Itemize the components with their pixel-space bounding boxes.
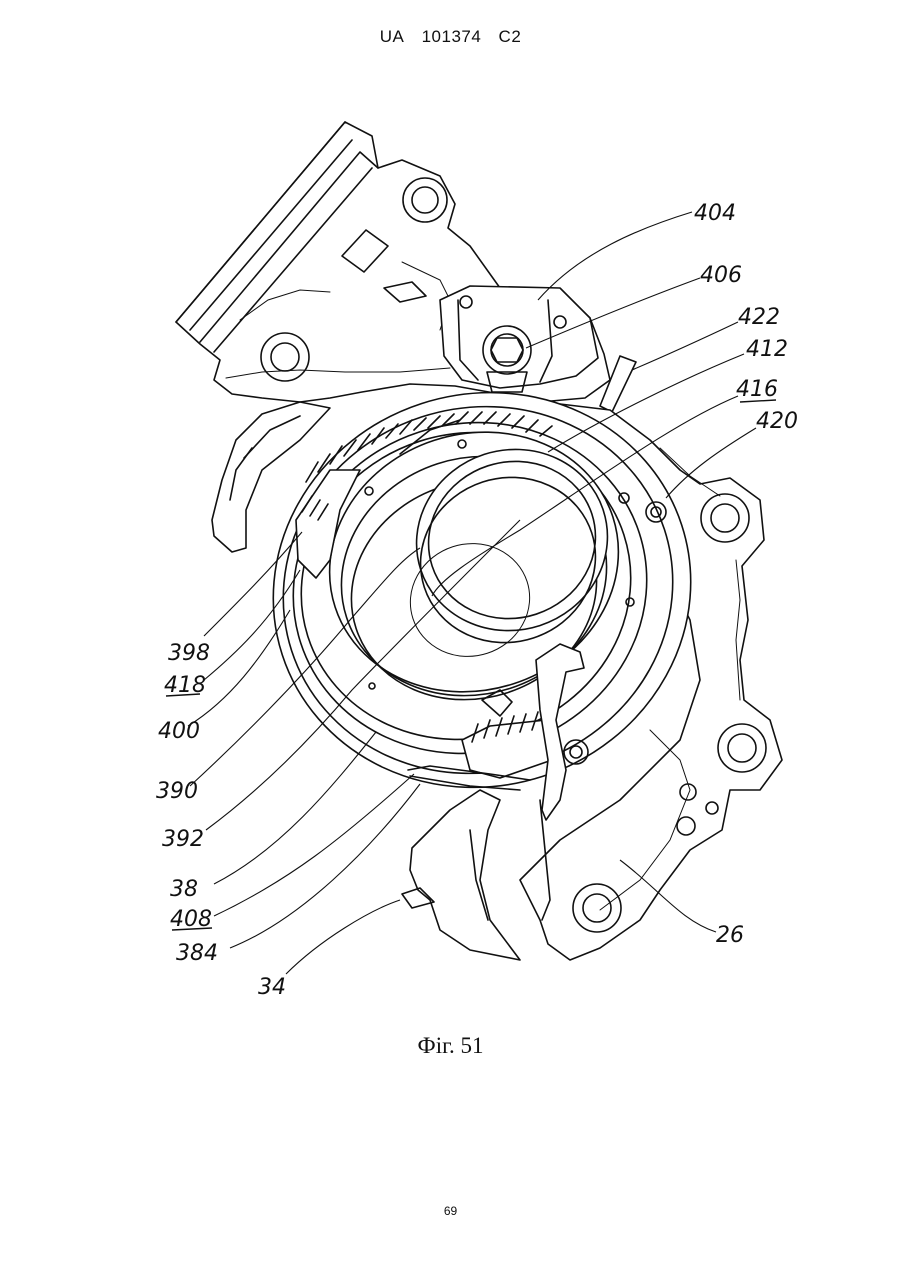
label-398: 398 [168, 641, 210, 666]
figure-caption: Фіг. 51 [0, 1033, 901, 1059]
label-34: 34 [258, 975, 286, 1000]
label-400: 400 [158, 719, 200, 744]
label-26: 26 [716, 923, 744, 948]
label-404: 404 [694, 201, 736, 226]
label-392: 392 [162, 827, 204, 852]
label-406: 406 [700, 263, 742, 288]
label-384: 384 [176, 941, 218, 966]
label-416: 416 [736, 377, 778, 402]
label-422: 422 [738, 305, 780, 330]
page-number: 69 [0, 1204, 901, 1218]
label-390: 390 [156, 779, 198, 804]
upper-housing [176, 122, 636, 412]
label-412: 412 [746, 337, 788, 362]
label-420: 420 [756, 409, 798, 434]
label-38: 38 [170, 877, 198, 902]
